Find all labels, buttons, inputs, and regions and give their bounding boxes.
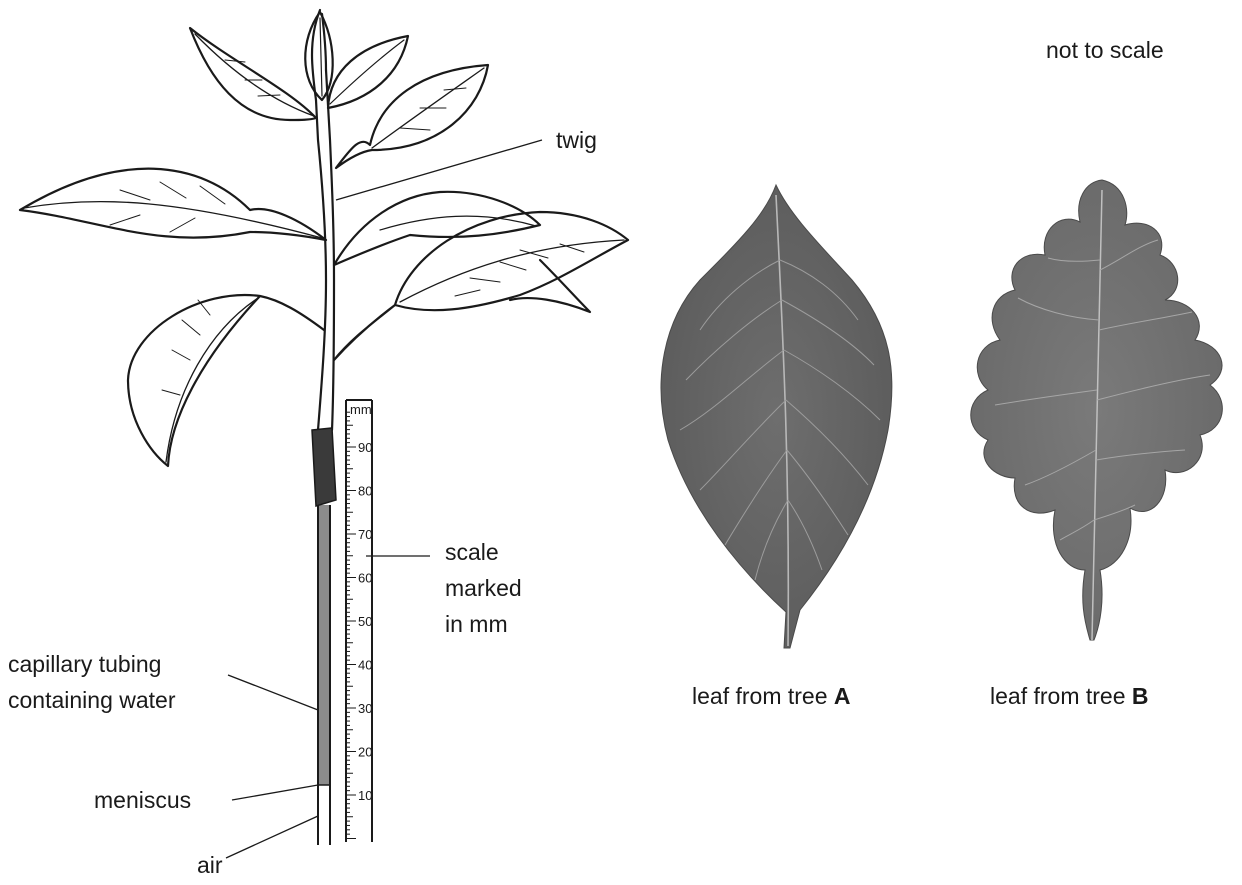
ruler-tick-label: 30: [358, 701, 372, 716]
shoot-leaf: [334, 212, 628, 360]
ruler-tick-label: 80: [358, 484, 372, 499]
air-pointer: [226, 816, 318, 858]
leaf-a-caption: leaf from tree A: [692, 680, 851, 712]
ruler-tick-label: 20: [358, 745, 372, 760]
meniscus-label: meniscus: [94, 784, 191, 816]
ruler-tick-label: 50: [358, 614, 372, 629]
scale-label-line2: marked: [445, 572, 522, 604]
leaf-b-caption-text: leaf from tree: [990, 683, 1132, 709]
capillary-label-line2: containing water: [8, 684, 176, 716]
tube-water: [319, 505, 329, 785]
label-pointers: [226, 140, 542, 858]
ruler-tick-label: 90: [358, 440, 372, 455]
ruler-unit: mm: [350, 402, 372, 417]
air-label: air: [197, 849, 223, 881]
plant-shoot: [20, 10, 628, 466]
capillary-pointer: [228, 675, 318, 710]
twig-stem: [316, 70, 334, 430]
mm-ruler: 90 80 70 60 50 40 30 20 10 mm: [346, 400, 372, 842]
shoot-leaf: [328, 36, 408, 108]
not-to-scale-note: not to scale: [1046, 34, 1164, 66]
leaf-a-letter: A: [834, 683, 851, 709]
ruler-tick-label: 60: [358, 571, 372, 586]
scale-label-line1: scale: [445, 536, 499, 568]
capillary-label-line1: capillary tubing: [8, 648, 161, 680]
shoot-leaf: [305, 12, 332, 100]
leaf-a-caption-text: leaf from tree: [692, 683, 834, 709]
leaf-b-photo: [971, 180, 1223, 640]
twig-label: twig: [556, 124, 597, 156]
ruler-tick-label: 10: [358, 788, 372, 803]
meniscus-pointer: [232, 785, 318, 800]
scale-label-line3: in mm: [445, 608, 508, 640]
rubber-connector: [312, 428, 336, 506]
shoot-leaf: [336, 65, 488, 168]
leaf-b-caption: leaf from tree B: [990, 680, 1149, 712]
shoot-leaf: [20, 169, 326, 240]
shoot-leaf: [190, 28, 316, 120]
capillary-tube: [312, 428, 336, 845]
ruler-tick-label: 70: [358, 527, 372, 542]
leaf-b-letter: B: [1132, 683, 1149, 709]
leaf-a-photo: [661, 185, 892, 648]
shoot-leaf: [128, 295, 324, 466]
ruler-tick-label: 40: [358, 658, 372, 673]
